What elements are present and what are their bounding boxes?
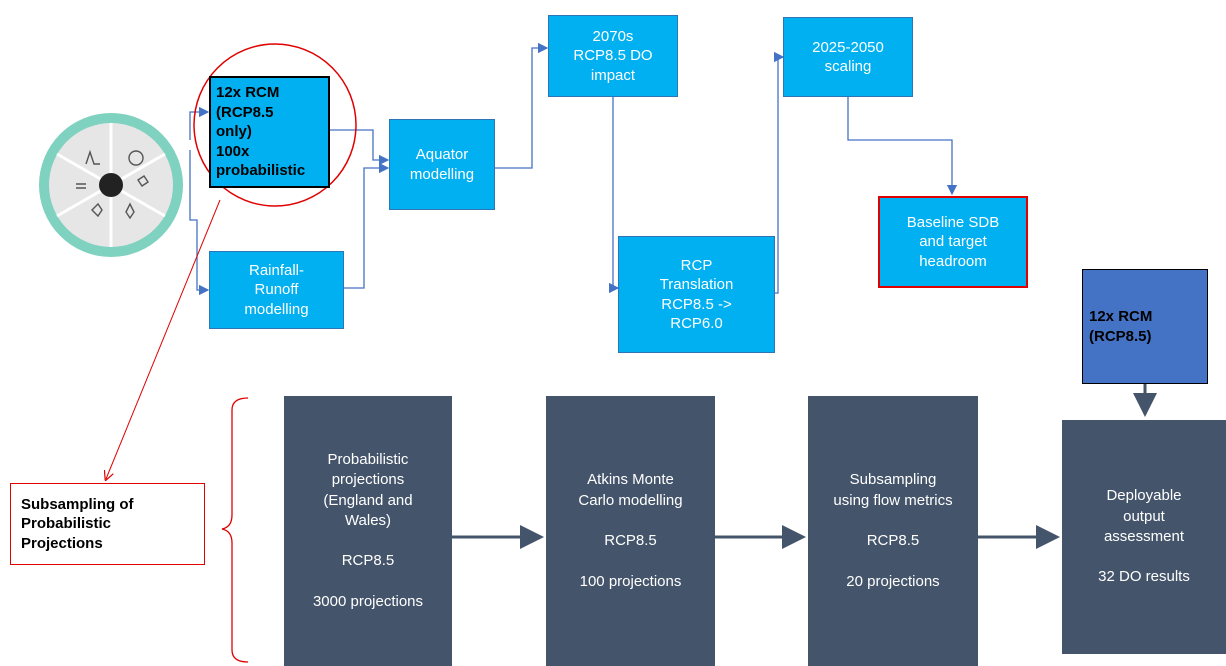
climate-wheel-icon — [38, 112, 184, 258]
connector-rcm-aquator — [330, 129, 390, 166]
bracket — [221, 397, 249, 663]
aquator-modelling-box: Aquator modelling — [389, 119, 495, 210]
connector-wheel-rainfall — [189, 150, 210, 296]
connector-highlight-subsampling — [106, 199, 221, 479]
connector-scaling-baseline — [847, 97, 958, 196]
connector-translation-scaling — [773, 51, 785, 294]
subsampling-label: Subsampling of Probabilistic Projections — [10, 483, 205, 565]
connector-doimpact-translation — [608, 97, 620, 294]
connector-rainfall-aquator — [344, 162, 390, 289]
probabilistic-projections-box: Probabilistic projections (England and W… — [284, 396, 452, 666]
rcp-translation-box: RCP Translation RCP8.5 -> RCP6.0 — [618, 236, 775, 353]
baseline-sdb-box: Baseline SDB and target headroom — [878, 196, 1028, 288]
connector-aquator-doimpact — [495, 42, 549, 169]
scaling-box: 2025-2050 scaling — [783, 17, 913, 97]
monte-carlo-box: Atkins Monte Carlo modelling RCP8.5 100 … — [546, 396, 715, 666]
rainfall-runoff-box: Rainfall- Runoff modelling — [209, 251, 344, 329]
do-impact-box: 2070s RCP8.5 DO impact — [548, 15, 678, 97]
highlight-circle — [193, 43, 357, 207]
rcm-rcp85-box: 12x RCM (RCP8.5) — [1082, 269, 1208, 384]
subsampling-flow-metrics-box: Subsampling using flow metrics RCP8.5 20… — [808, 396, 978, 666]
rcm-probabilistic-box: 12x RCM (RCP8.5 only) 100x probabilistic — [209, 76, 330, 188]
deployable-output-box: Deployable output assessment 32 DO resul… — [1062, 420, 1226, 654]
connector-wheel-rcm — [189, 106, 210, 140]
